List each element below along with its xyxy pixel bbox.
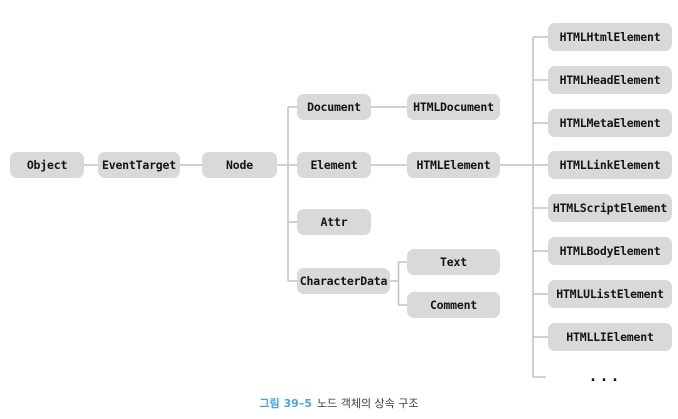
node-htmlscriptelement: HTMLScriptElement xyxy=(548,194,672,222)
figure-number: 그림 39–5 xyxy=(259,397,312,410)
node-htmlheadelement: HTMLHeadElement xyxy=(548,66,672,94)
figure-caption: 그림 39–5 노드 객체의 상속 구조 xyxy=(0,395,678,411)
more-elements-ellipsis: ... xyxy=(588,367,622,385)
node-eventtarget: EventTarget xyxy=(98,152,180,178)
node-element: Element xyxy=(297,152,371,178)
node-htmlulistelement: HTMLUListElement xyxy=(548,280,672,308)
node-attr: Attr xyxy=(297,209,371,235)
figure-title: 노드 객체의 상속 구조 xyxy=(316,397,419,410)
node-htmlelement: HTMLElement xyxy=(407,152,500,178)
node-htmldocument: HTMLDocument xyxy=(407,94,500,120)
node-htmllielement: HTMLLIElement xyxy=(548,323,672,351)
node-characterdata: CharacterData xyxy=(297,268,390,294)
node-htmlmetaelement: HTMLMetaElement xyxy=(548,109,672,137)
node-htmlbodyelement: HTMLBodyElement xyxy=(548,237,672,265)
node-node: Node xyxy=(202,152,277,178)
node-document: Document xyxy=(297,94,371,120)
connector-group xyxy=(84,36,548,378)
node-htmllinkelement: HTMLLinkElement xyxy=(548,151,672,179)
node-text: Text xyxy=(407,249,500,275)
node-object: Object xyxy=(10,152,84,178)
node-htmlhtmlelement: HTMLHtmlElement xyxy=(548,23,672,51)
node-comment: Comment xyxy=(407,292,500,318)
